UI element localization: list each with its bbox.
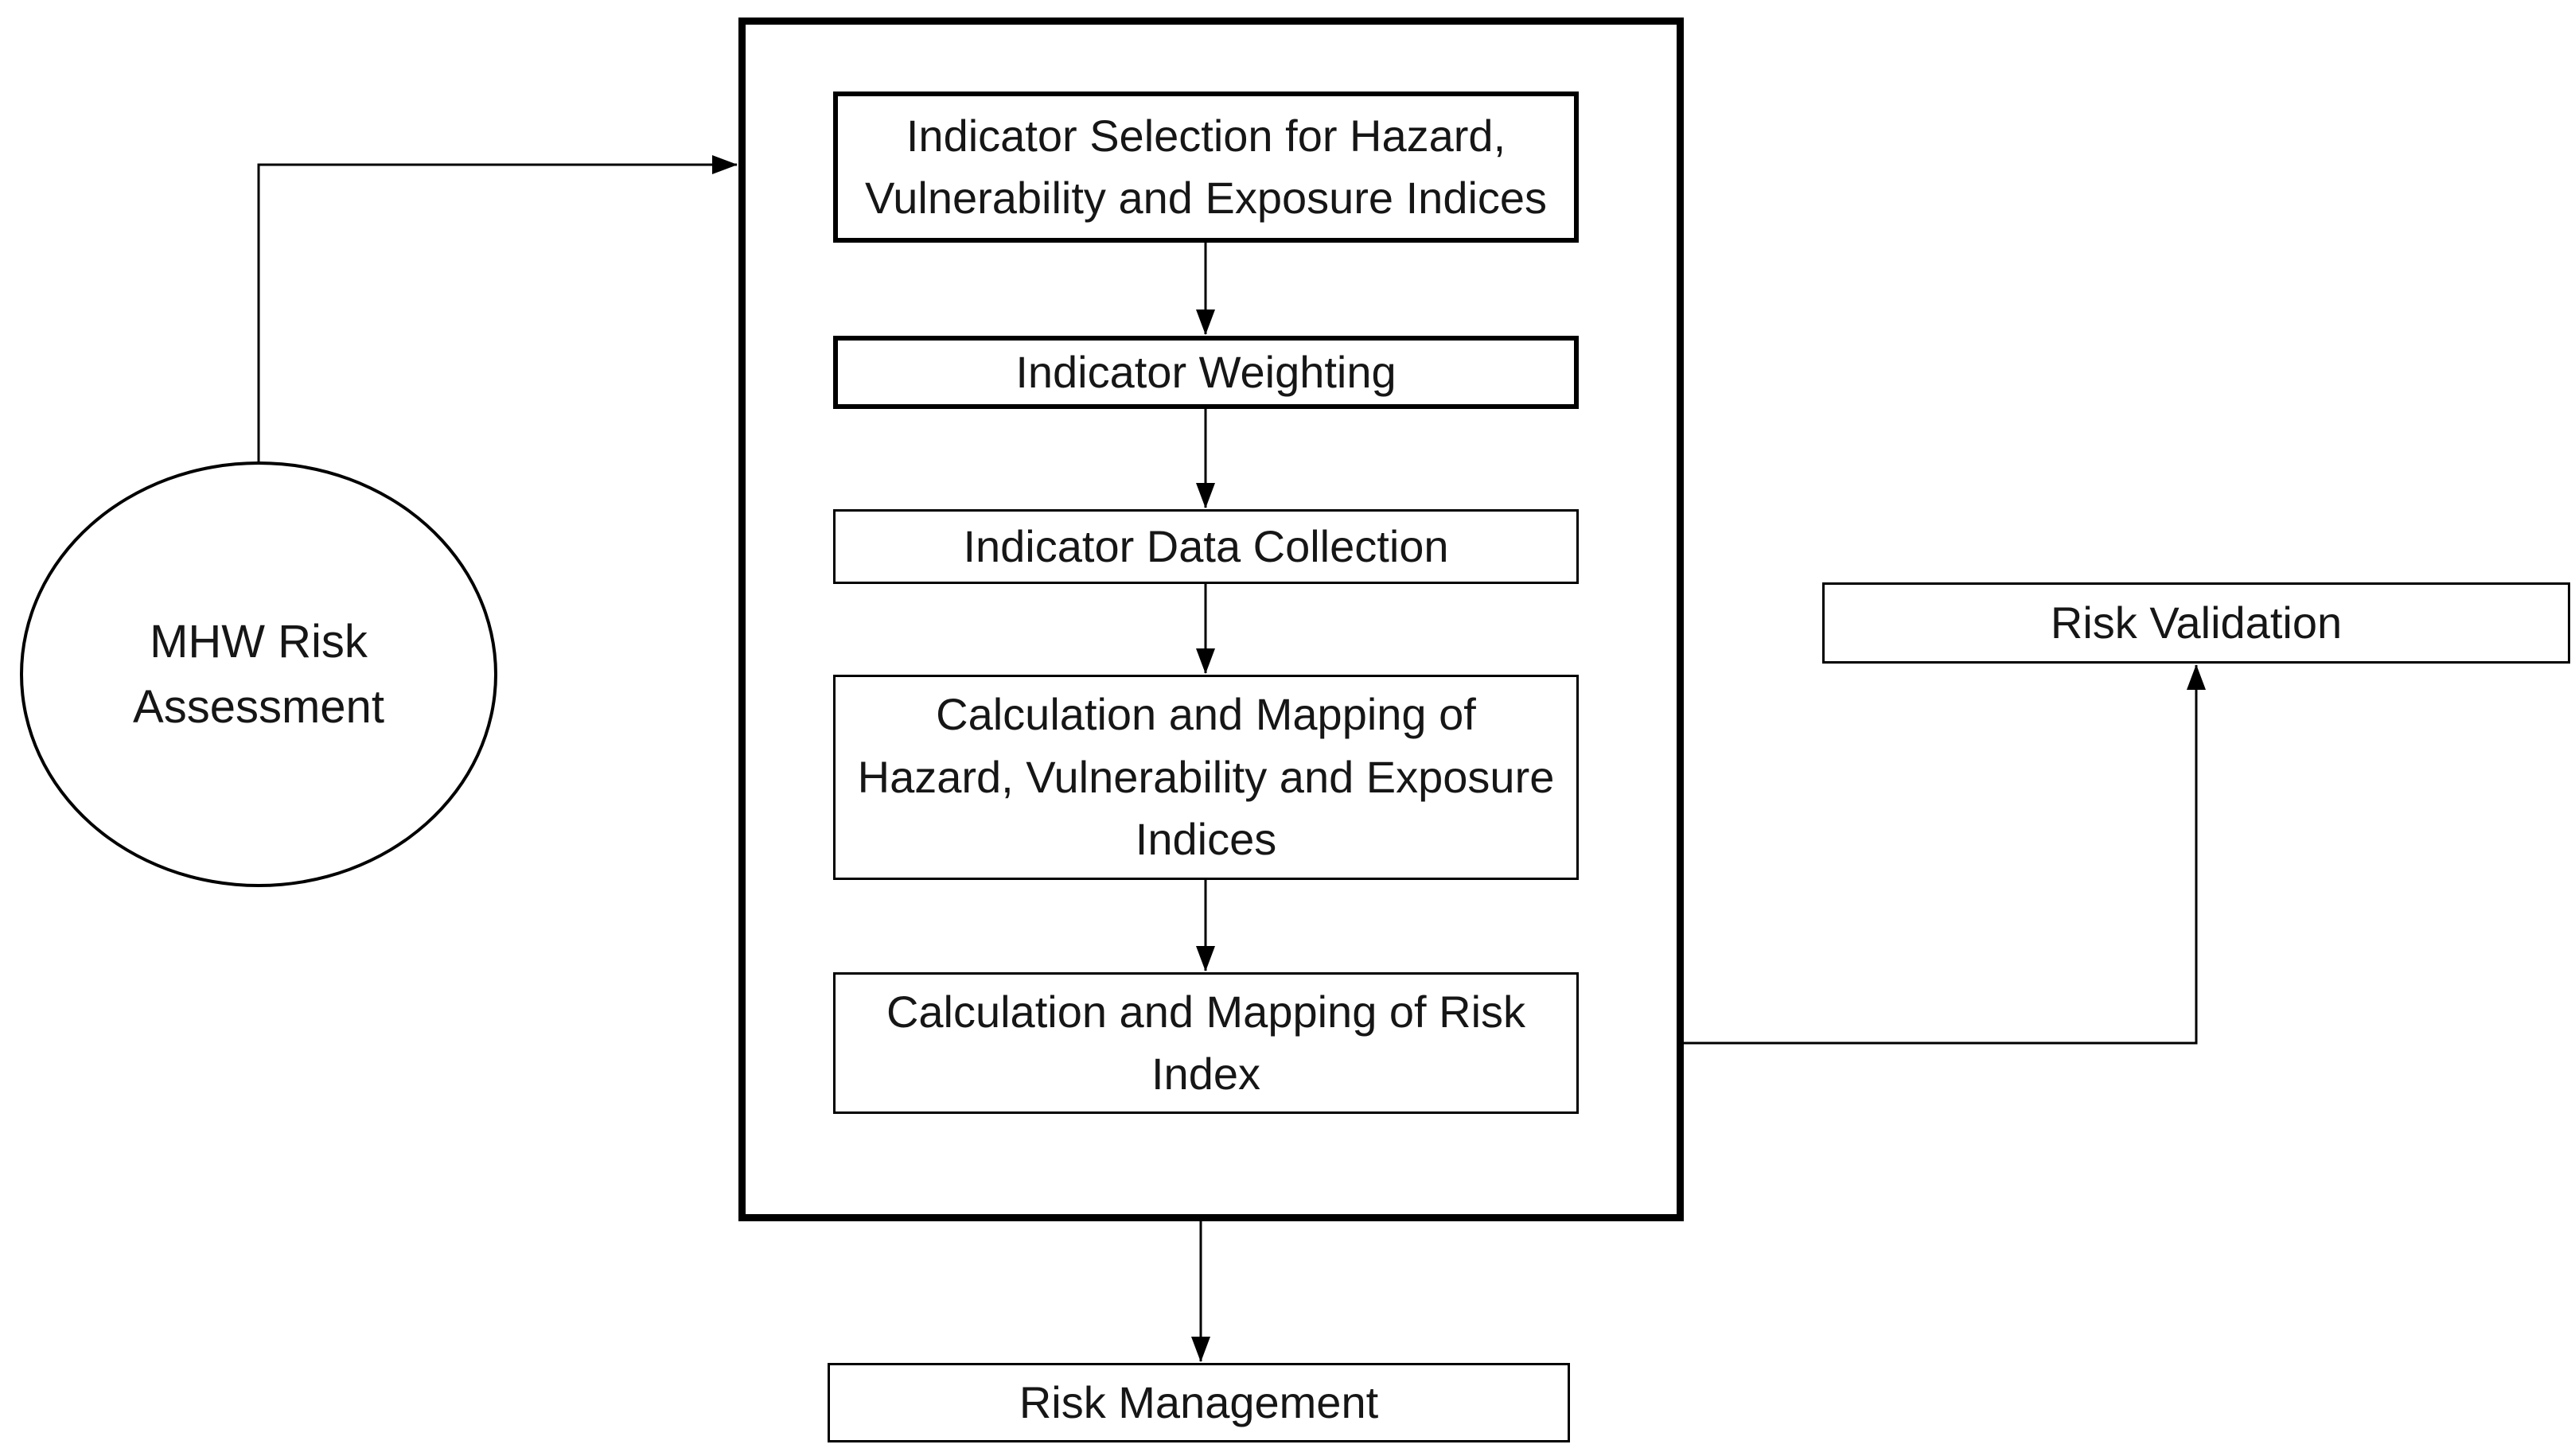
- risk-management-label: Risk Management: [1019, 1376, 1379, 1427]
- edge-start-to-container: [257, 155, 738, 461]
- step-indicator-weighting-label: Indicator Weighting: [1015, 346, 1397, 397]
- step-calculation-mapping-risk-index-label: Calculation and Mapping of Risk Index: [886, 986, 1526, 1099]
- start-node: MHW Risk Assessment: [20, 461, 497, 887]
- risk-validation-label: Risk Validation: [2050, 597, 2343, 648]
- risk-validation-node: Risk Validation: [1822, 582, 2570, 664]
- step-indicator-selection-label: Indicator Selection for Hazard, Vulnerab…: [864, 110, 1548, 223]
- step-calculation-mapping-risk-index: Calculation and Mapping of Risk Index: [833, 972, 1579, 1114]
- process-container: [738, 18, 1684, 1221]
- step-calculation-mapping-indices: Calculation and Mapping of Hazard, Vulne…: [833, 675, 1579, 880]
- start-node-label: MHW Risk Assessment: [133, 616, 384, 733]
- step-indicator-weighting: Indicator Weighting: [833, 336, 1579, 409]
- step-indicator-data-collection-label: Indicator Data Collection: [963, 520, 1449, 571]
- step-calculation-mapping-indices-label: Calculation and Mapping of Hazard, Vulne…: [857, 689, 1555, 865]
- step-indicator-selection: Indicator Selection for Hazard, Vulnerab…: [833, 91, 1579, 243]
- edge-container-to-risk-validation: [1684, 664, 2206, 1045]
- risk-management-node: Risk Management: [828, 1363, 1570, 1442]
- step-indicator-data-collection: Indicator Data Collection: [833, 509, 1579, 584]
